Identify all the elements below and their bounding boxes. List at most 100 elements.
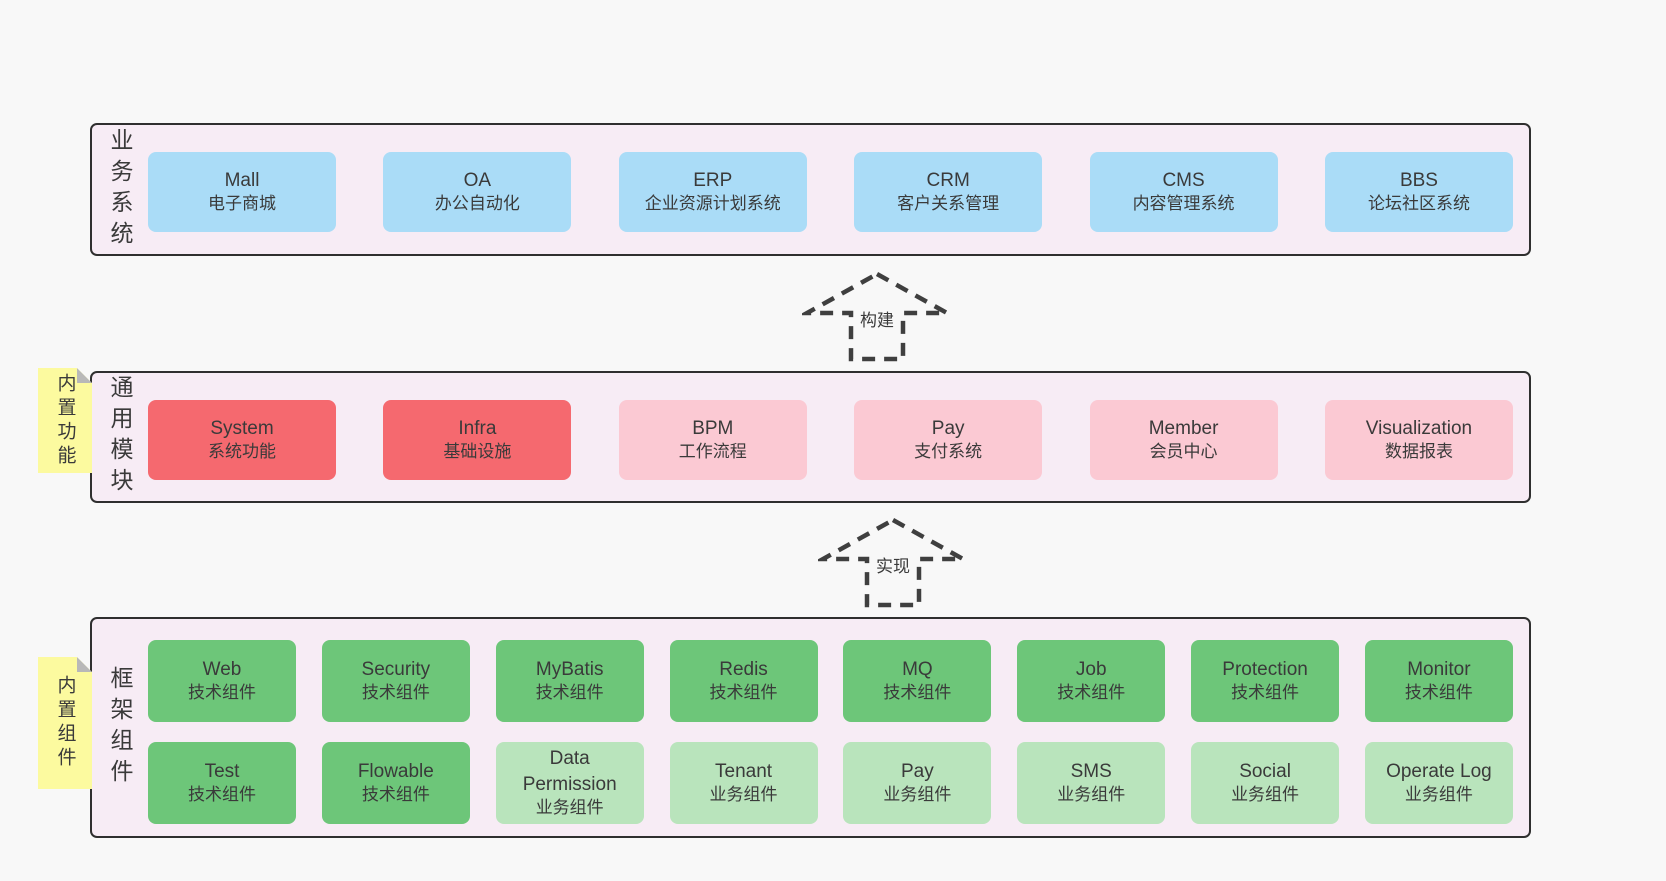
- box-title: BBS: [1399, 169, 1438, 191]
- box-subtitle: 技术组件: [361, 683, 430, 703]
- box-subtitle: 技术组件: [1057, 683, 1126, 703]
- box-web: Web 技术组件: [148, 640, 296, 722]
- box-title: Redis: [719, 658, 768, 680]
- box-subtitle: 会员中心: [1149, 442, 1218, 462]
- box-test: Test 技术组件: [148, 742, 296, 824]
- box-data-permission: Data Permission 业务组件: [495, 742, 644, 824]
- box-title: CRM: [926, 169, 970, 191]
- box-title: Test: [204, 760, 240, 782]
- box-subtitle: 业务组件: [1231, 785, 1300, 805]
- box-title: Visualization: [1365, 417, 1473, 439]
- box-title: Tenant: [715, 760, 773, 782]
- box-mall: Mall 电子商城: [148, 152, 336, 232]
- section-label-business: 业务系统: [107, 127, 133, 252]
- box-security: Security 技术组件: [321, 640, 470, 722]
- box-protection: Protection 技术组件: [1191, 640, 1340, 722]
- box-oa: OA 办公自动化: [383, 152, 572, 232]
- box-subtitle: 电子商城: [208, 194, 276, 214]
- box-subtitle: 支付系统: [914, 442, 983, 462]
- box-subtitle: 论坛社区系统: [1367, 194, 1470, 214]
- box-title: Infra: [458, 417, 497, 439]
- modules-box-row: System 系统功能 Infra 基础设施 BPM 工作流程 Pay 支付系统…: [148, 400, 1513, 480]
- box-title: CMS: [1162, 169, 1205, 191]
- box-subtitle: 工作流程: [678, 442, 747, 462]
- box-infra: Infra 基础设施: [383, 400, 572, 480]
- box-subtitle: 技术组件: [709, 683, 778, 703]
- box-title: Job: [1075, 658, 1107, 680]
- box-title: Data Permission: [522, 748, 617, 795]
- box-subtitle: 业务组件: [535, 797, 604, 817]
- box-member: Member 会员中心: [1089, 400, 1278, 480]
- box-operate-log: Operate Log 业务组件: [1364, 742, 1513, 824]
- box-title: Pay: [931, 417, 965, 439]
- box-subtitle: 办公自动化: [434, 194, 520, 214]
- box-subtitle: 技术组件: [535, 683, 604, 703]
- business-box-row: Mall 电子商城 OA 办公自动化 ERP 企业资源计划系统 CRM 客户关系…: [148, 152, 1513, 232]
- section-business-systems: 业务系统 Mall 电子商城 OA 办公自动化 ERP 企业资源计划系统 CRM…: [90, 123, 1531, 256]
- box-subtitle: 技术组件: [188, 785, 256, 805]
- box-title: Security: [361, 658, 431, 680]
- box-system: System 系统功能: [148, 400, 336, 480]
- box-pay-biz: Pay 业务组件: [843, 742, 992, 824]
- box-title: MQ: [902, 658, 933, 680]
- box-title: Pay: [901, 760, 934, 782]
- box-subtitle: 数据报表: [1384, 442, 1453, 462]
- section-label-modules: 通用模块: [107, 375, 133, 499]
- box-flowable: Flowable 技术组件: [321, 742, 470, 824]
- box-title: System: [210, 417, 274, 439]
- box-redis: Redis 技术组件: [669, 640, 818, 722]
- box-subtitle: 企业资源计划系统: [644, 194, 781, 214]
- arrow-label-implement: 实现: [872, 556, 914, 579]
- box-title: OA: [463, 169, 492, 191]
- framework-box-row-1: Web 技术组件 Security 技术组件 MyBatis 技术组件 Redi…: [148, 640, 1513, 722]
- section-label-framework: 框架组件: [107, 665, 133, 790]
- box-title: MyBatis: [535, 658, 604, 680]
- arrow-label-build: 构建: [856, 310, 898, 333]
- box-subtitle: 业务组件: [1057, 785, 1126, 805]
- box-sms: SMS 业务组件: [1017, 742, 1166, 824]
- box-title: SMS: [1070, 760, 1112, 782]
- box-subtitle: 内容管理系统: [1132, 194, 1235, 214]
- framework-box-row-2: Test 技术组件 Flowable 技术组件 Data Permission …: [148, 742, 1513, 824]
- section-framework-components: 框架组件 Web 技术组件 Security 技术组件 MyBatis 技术组件…: [90, 617, 1531, 838]
- box-bpm: BPM 工作流程: [618, 400, 807, 480]
- sticky-note-builtin-features: 内置功能: [38, 368, 92, 473]
- box-cms: CMS 内容管理系统: [1089, 152, 1278, 232]
- box-subtitle: 业务组件: [1404, 785, 1473, 805]
- box-subtitle: 基础设施: [443, 442, 512, 462]
- box-subtitle: 技术组件: [1231, 683, 1300, 703]
- box-subtitle: 技术组件: [1404, 683, 1473, 703]
- box-pay: Pay 支付系统: [854, 400, 1043, 480]
- box-social: Social 业务组件: [1191, 742, 1340, 824]
- box-title: ERP: [693, 169, 733, 191]
- box-tenant: Tenant 业务组件: [669, 742, 818, 824]
- box-title: Mall: [224, 169, 260, 191]
- box-title: Monitor: [1407, 658, 1471, 680]
- box-erp: ERP 企业资源计划系统: [618, 152, 807, 232]
- box-visualization: Visualization 数据报表: [1324, 400, 1513, 480]
- section-common-modules: 通用模块 System 系统功能 Infra 基础设施 BPM 工作流程 Pay…: [90, 371, 1531, 503]
- box-mq: MQ 技术组件: [843, 640, 992, 722]
- box-monitor: Monitor 技术组件: [1364, 640, 1513, 722]
- box-title: Flowable: [357, 760, 434, 782]
- box-title: Member: [1148, 417, 1219, 439]
- sticky-note-text: 内置功能: [54, 372, 76, 469]
- box-subtitle: 技术组件: [883, 683, 952, 703]
- box-title: Protection: [1222, 658, 1308, 680]
- box-subtitle: 技术组件: [188, 683, 256, 703]
- box-subtitle: 客户关系管理: [897, 194, 1000, 214]
- box-subtitle: 技术组件: [361, 785, 430, 805]
- box-subtitle: 业务组件: [883, 785, 952, 805]
- box-title: Operate Log: [1386, 760, 1492, 782]
- box-subtitle: 系统功能: [208, 442, 276, 462]
- box-title: Social: [1239, 760, 1291, 782]
- sticky-note-builtin-components: 内置组件: [38, 657, 92, 789]
- box-mybatis: MyBatis 技术组件: [495, 640, 644, 722]
- box-title: BPM: [692, 417, 734, 439]
- build-arrow: 构建: [802, 270, 952, 362]
- implement-arrow: 实现: [818, 516, 968, 608]
- box-crm: CRM 客户关系管理: [854, 152, 1043, 232]
- box-title: Web: [202, 658, 242, 680]
- box-subtitle: 业务组件: [709, 785, 778, 805]
- sticky-note-text: 内置组件: [54, 675, 76, 771]
